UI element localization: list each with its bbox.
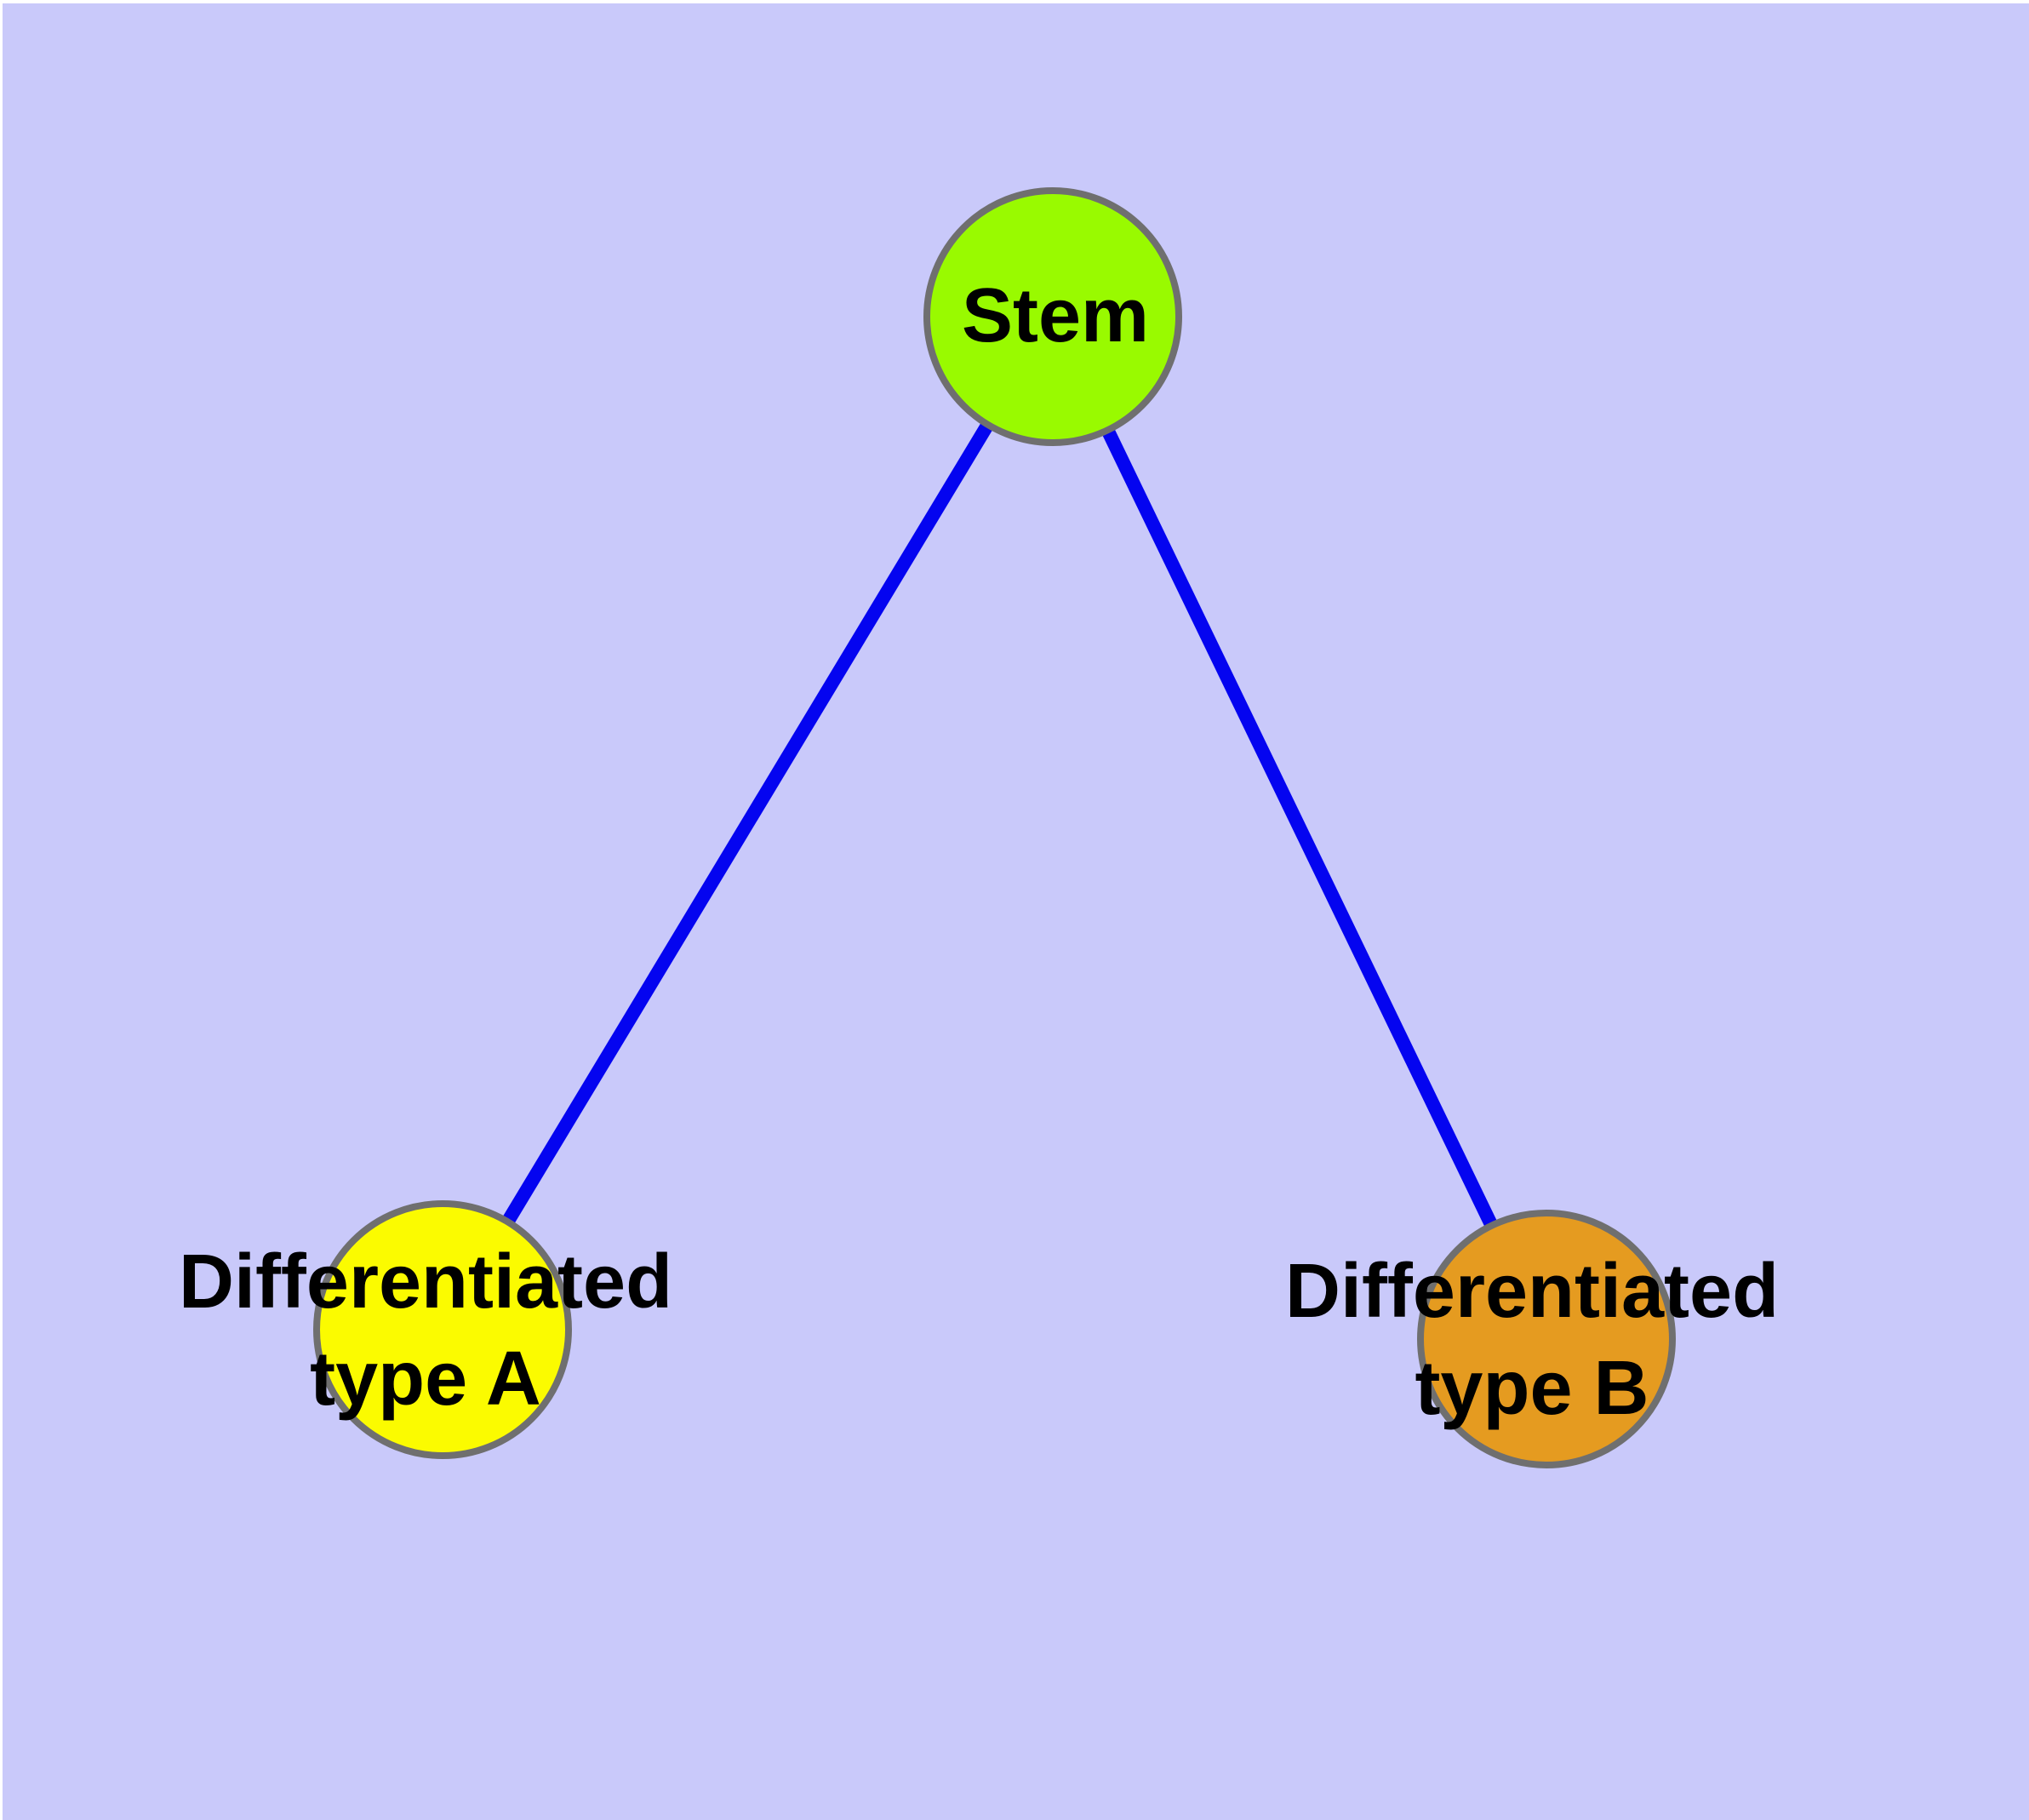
node-type-b-circle [1417, 1210, 1676, 1468]
node-type-a-label-line-2: type A [310, 1336, 541, 1422]
node-stem-circle [923, 187, 1182, 446]
node-type-a-label: Differentiated type A [179, 1233, 672, 1428]
edge-stem-to-type-a [437, 312, 1059, 1334]
node-type-a-circle [313, 1200, 572, 1459]
node-type-b-label-line-2: type B [1415, 1346, 1649, 1431]
node-stem-label: Stem [961, 273, 1150, 358]
node-type-b-label: Differentiated type B [1285, 1243, 1779, 1437]
edge-stem-to-type-b [1046, 313, 1553, 1342]
node-type-b-label-line-1: Differentiated [1284, 1249, 1780, 1334]
node-type-a-label-line-1: Differentiated [178, 1239, 673, 1325]
